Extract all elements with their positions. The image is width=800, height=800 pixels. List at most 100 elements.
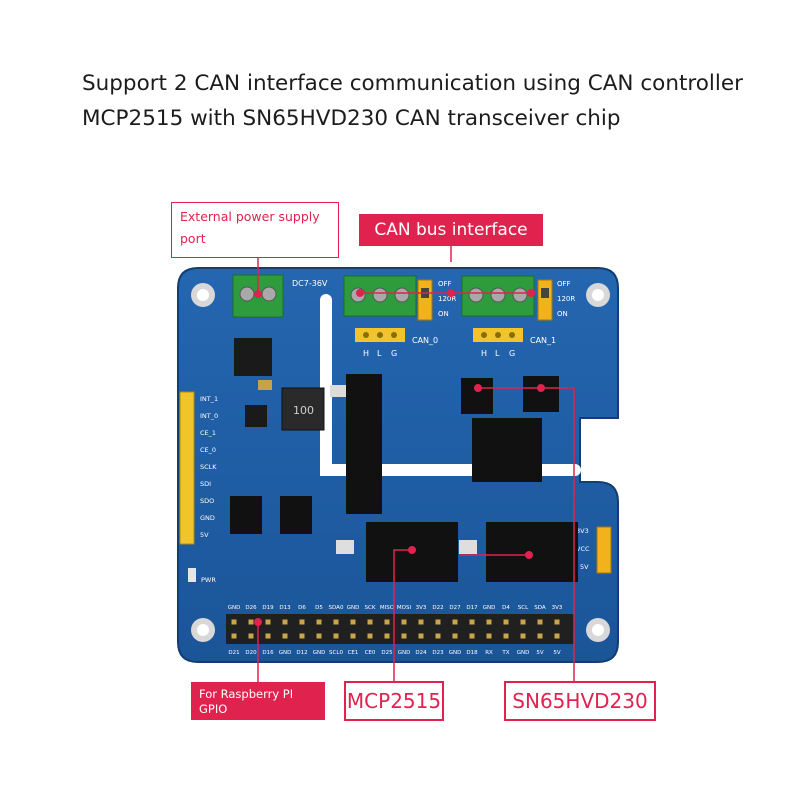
gpio-bottom-label: GND [279,650,292,656]
gpio-header [226,614,574,644]
gpio-bottom-label: D16 [262,650,274,656]
switch-can0 [417,279,433,321]
transceiver-1 [523,376,559,412]
gpio-top-label: SCL [518,605,529,611]
title-line-2: MCP2515 with SN65HVD230 CAN transceiver … [82,106,621,131]
gpio-bottom-label: GND [313,650,326,656]
gpio-pin [486,619,492,625]
gpio-bottom-label: GND [449,650,462,656]
can1-label: CAN_1 [530,336,556,345]
pin-sdi: SDI [200,480,211,488]
gpio-pin [554,619,560,625]
gpio-top-label: MISO [380,605,395,611]
pin-gnd: GND [200,514,215,522]
callout-dots [254,289,545,626]
regulator-chip [234,338,272,376]
gpio-pin [282,633,288,639]
gpio-top-label: 3V3 [552,605,563,611]
pin-int1: INT_1 [200,395,218,403]
gpio-bottom-label: GND [398,650,411,656]
gpio-pin [452,633,458,639]
gpio-top-label: MOSI [397,605,412,611]
gpio-top-label: SDA0 [329,605,344,611]
gpio-bottom-label: D12 [296,650,307,656]
gpio-pin [503,633,509,639]
gpio-top-label: D17 [466,605,478,611]
gpio-top-label: D5 [315,605,323,611]
gpio-top-label: D19 [262,605,274,611]
sw1-on: ON [557,310,568,318]
gpio-bottom-label: CE0 [365,650,376,656]
center-block [346,374,382,514]
gpio-pin [350,619,356,625]
pin-ce0: CE_0 [200,446,216,454]
sw0-on: ON [438,310,449,318]
sw0-off: OFF [438,280,452,288]
gpio-pin [486,633,492,639]
gpio-bottom-label: TX [501,650,509,656]
gpio-top-label: D26 [245,605,257,611]
gpio-pin [231,633,237,639]
gpio-pin [554,633,560,639]
switch-can1 [537,279,553,321]
pin-5v-right: 5V [580,563,589,571]
mcp2515-chip-1 [486,522,578,582]
gpio-bottom-label: D25 [381,650,393,656]
gpio-bottom-label: SCL0 [329,650,343,656]
gpio-top-label: D13 [279,605,291,611]
callout-gpio: For Raspberry PI GPIO [191,682,325,720]
gpio-top-label: SDA [534,605,546,611]
gpio-pin [316,619,322,625]
can0-label: CAN_0 [412,336,438,345]
gpio-pin [418,619,424,625]
mount-holes [191,283,610,642]
gpio-bottom-label: D21 [228,650,239,656]
gpio-bottom-label: GND [517,650,530,656]
gpio-pin [350,633,356,639]
gpio-bottom-label: CE1 [348,650,359,656]
gpio-pin [248,633,254,639]
gpio-pin [401,633,407,639]
small-ic [245,405,267,427]
gpio-pin [333,619,339,625]
pin-3v3: 3V3 [576,527,589,535]
can0-g: G [391,349,397,358]
sw1-120r: 120R [557,295,575,303]
gpio-pin [435,633,441,639]
pwr-label: PWR [201,576,216,584]
gpio-bottom-label: RX [485,650,493,656]
gpio-pin [248,619,254,625]
gpio-pin [537,619,543,625]
gpio-bottom-label: D20 [245,650,257,656]
callout-lines [257,246,575,684]
left-header [179,391,195,545]
gpio-pin [520,619,526,625]
can1-g: G [509,349,515,358]
pin-ce1: CE_1 [200,429,216,437]
pin-vcc: VCC [576,545,590,553]
can-header-pins [355,328,523,342]
right-jumper [596,526,612,574]
dc-label: DC7-36V [292,279,328,288]
gpio-pin [265,633,271,639]
gpio-pin [418,633,424,639]
gpio-pin [452,619,458,625]
gpio-top-label: SCK [365,605,376,611]
gpio-top-label: 3V3 [416,605,427,611]
gpio-top-label: GND [347,605,360,611]
page-title: Support 2 CAN interface communication us… [82,66,782,136]
gpio-pin [265,619,271,625]
gpio-pin [367,619,373,625]
callout-mcp2515: MCP2515 [344,681,444,721]
can0-h: H [363,349,369,358]
gpio-top-label: D27 [449,605,461,611]
callout-can-bus: CAN bus interface [359,214,543,246]
gpio-top-label: D4 [502,605,510,611]
can1-l: L [495,349,500,358]
gpio-top-label: D22 [432,605,443,611]
gpio-pin [401,619,407,625]
pin-int0: INT_0 [200,412,218,420]
gpio-bottom-label: D18 [466,650,478,656]
callout-power-port: External power supply port [171,202,339,258]
